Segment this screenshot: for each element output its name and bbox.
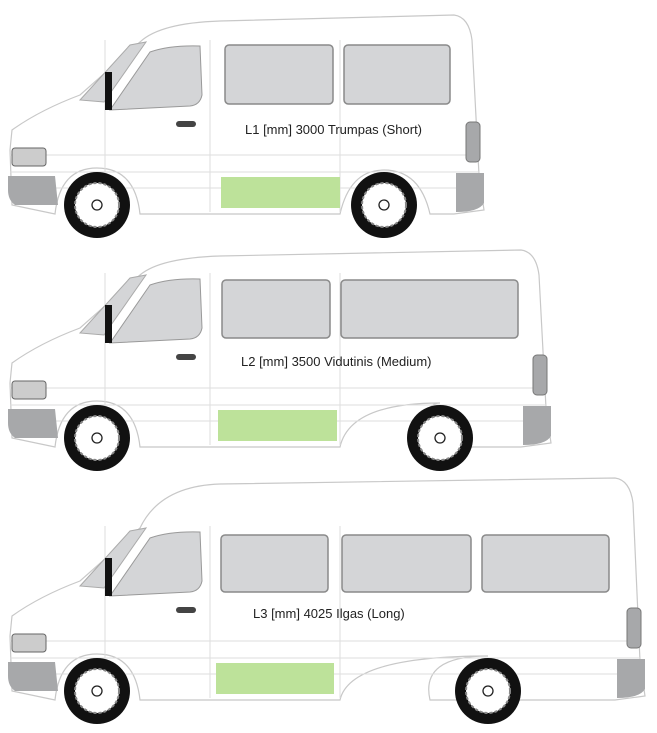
wheel-rim xyxy=(361,182,407,228)
highlighted-sill-panel xyxy=(218,410,337,441)
van-label-long: L3 [mm] 4025 Ilgas (Long) xyxy=(253,606,405,621)
wheel-rim xyxy=(465,668,511,714)
van-label-medium: L2 [mm] 3500 Vidutinis (Medium) xyxy=(241,354,432,369)
cab-window xyxy=(109,45,203,111)
hub-star-icon xyxy=(91,199,103,211)
van-2 xyxy=(8,249,552,471)
highlighted-sill-panel xyxy=(221,177,340,208)
rear-bumper xyxy=(523,406,551,445)
wheel-rim xyxy=(74,182,120,228)
headlight xyxy=(11,633,47,653)
wheel-rim xyxy=(417,415,463,461)
tail-light xyxy=(532,354,548,396)
hub-star-icon xyxy=(378,199,390,211)
rear-bumper xyxy=(456,173,484,212)
mirror-icon xyxy=(105,72,112,110)
van-1 xyxy=(8,14,485,238)
side-window xyxy=(341,534,472,593)
headlight xyxy=(11,380,47,400)
side-window xyxy=(224,44,334,105)
mirror-icon xyxy=(105,305,112,343)
cab-window xyxy=(109,531,203,597)
tail-light xyxy=(465,121,481,163)
highlighted-sill-panel xyxy=(216,663,334,694)
rear-bumper xyxy=(617,659,645,698)
side-window xyxy=(343,44,451,105)
side-window xyxy=(340,279,519,339)
headlight xyxy=(11,147,47,167)
tail-light xyxy=(626,607,642,649)
front-bumper xyxy=(8,176,58,205)
door-handle-icon xyxy=(176,121,196,127)
van-label-short: L1 [mm] 3000 Trumpas (Short) xyxy=(245,122,423,137)
hub-star-icon xyxy=(482,685,494,697)
side-window xyxy=(220,534,329,593)
side-window xyxy=(481,534,610,593)
front-bumper xyxy=(8,662,58,691)
front-bumper xyxy=(8,409,58,438)
wheel-rim xyxy=(74,415,120,461)
windshield xyxy=(78,274,148,336)
windshield xyxy=(78,527,148,589)
door-handle-icon xyxy=(176,607,196,613)
hub-star-icon xyxy=(91,685,103,697)
hub-star-icon xyxy=(434,432,446,444)
windshield xyxy=(78,41,148,103)
mirror-icon xyxy=(105,558,112,596)
cab-window xyxy=(109,278,203,344)
hub-star-icon xyxy=(91,432,103,444)
wheel-rim xyxy=(74,668,120,714)
door-handle-icon xyxy=(176,354,196,360)
side-window xyxy=(221,279,331,339)
van-3 xyxy=(8,477,646,724)
